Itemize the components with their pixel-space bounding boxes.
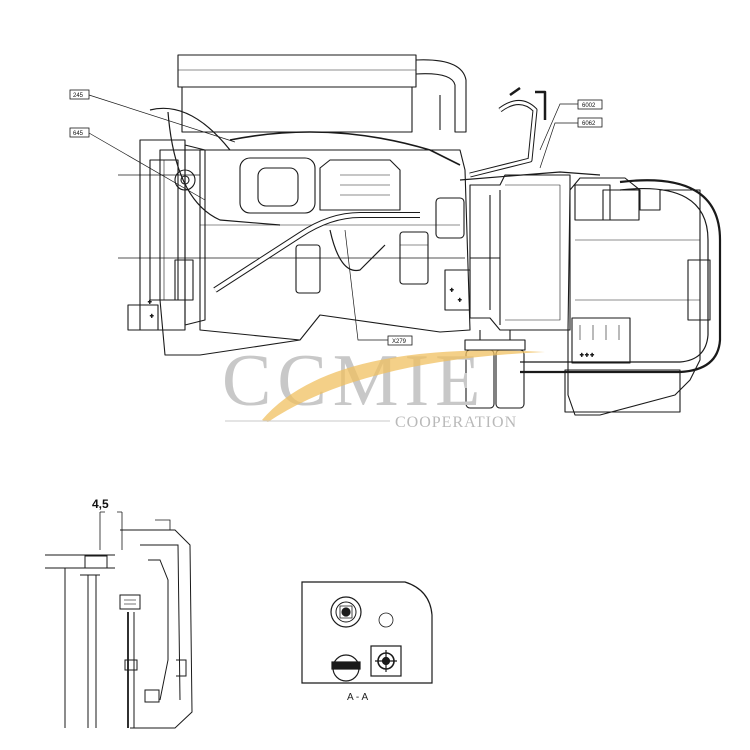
callout-6002: 6002 (577, 99, 603, 110)
detail-view (45, 511, 193, 729)
callout-245: 245 (69, 89, 90, 100)
callout-6062-text: 6062 (582, 121, 596, 127)
svg-text:+: + (458, 298, 462, 304)
detail-dimension-label: 4,5 (92, 497, 109, 511)
callout-645-text: 645 (73, 131, 84, 137)
callout-6002-text: 6002 (582, 103, 596, 109)
section-label: A - A (347, 692, 368, 703)
callout-leaders (88, 94, 578, 341)
svg-text:+: + (150, 314, 154, 320)
svg-text:+ + +: + + + (580, 353, 594, 359)
section-a-a-view (301, 581, 433, 684)
watermark: CCMIE COOPERATION (222, 340, 545, 431)
svg-text:+: + (450, 288, 454, 294)
engine-side-view: + + + + + + + (118, 54, 722, 416)
callout-245-text: 245 (73, 93, 84, 99)
watermark-swoosh (262, 350, 545, 422)
callout-x279-text: X279 (392, 339, 407, 345)
svg-text:+: + (148, 300, 152, 306)
callout-6062: 6062 (577, 117, 603, 128)
callout-x279: X279 (387, 335, 413, 346)
watermark-tagline: COOPERATION (395, 414, 517, 431)
callout-645: 645 (69, 127, 90, 138)
